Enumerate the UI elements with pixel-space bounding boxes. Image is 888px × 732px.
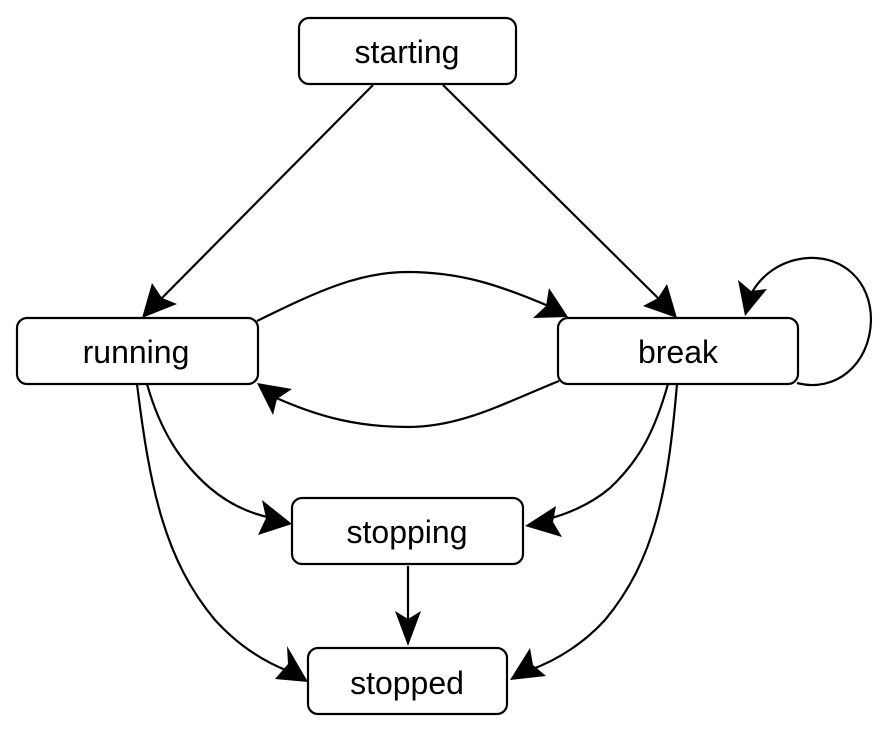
node-running[interactable]: running xyxy=(15,316,260,386)
arrowhead xyxy=(643,284,677,318)
arrowhead xyxy=(395,611,421,646)
nodes: starting running break stopping stopped xyxy=(15,16,800,716)
node-stopping-label: stopping xyxy=(347,514,468,550)
edge-running-to-break xyxy=(256,270,568,322)
edge-stopping-to-stopped xyxy=(395,566,421,646)
edge-break-self-loop xyxy=(738,256,873,387)
arrowhead xyxy=(258,500,292,535)
edge-break-to-running xyxy=(257,379,560,429)
node-break-box xyxy=(556,316,800,386)
node-starting[interactable]: starting xyxy=(297,16,518,86)
arrowhead xyxy=(738,280,767,316)
node-stopping[interactable]: stopping xyxy=(290,496,525,566)
arrowhead xyxy=(275,646,308,682)
edge-starting-to-running xyxy=(142,84,374,318)
edge-break-to-stopped xyxy=(510,383,679,680)
arrowhead xyxy=(510,648,546,680)
node-running-label: running xyxy=(83,334,190,370)
node-starting-box xyxy=(297,16,518,86)
arrowhead xyxy=(257,383,292,415)
node-break[interactable]: break xyxy=(556,316,800,386)
edge-running-to-stopped xyxy=(135,383,308,682)
arrowhead xyxy=(533,288,568,318)
node-stopped-box xyxy=(306,646,509,716)
arrowhead xyxy=(525,506,562,537)
arrowhead xyxy=(142,283,177,318)
node-running-box xyxy=(15,316,260,386)
node-stopping-box xyxy=(290,496,525,566)
edge-running-to-stopping xyxy=(145,383,292,535)
node-stopped-label: stopped xyxy=(350,665,464,701)
node-starting-label: starting xyxy=(355,34,460,70)
edge-starting-to-break xyxy=(442,84,677,318)
edge-break-to-stopping xyxy=(525,383,670,537)
node-stopped[interactable]: stopped xyxy=(306,646,509,716)
node-break-label: break xyxy=(638,334,719,370)
edges xyxy=(135,84,873,682)
